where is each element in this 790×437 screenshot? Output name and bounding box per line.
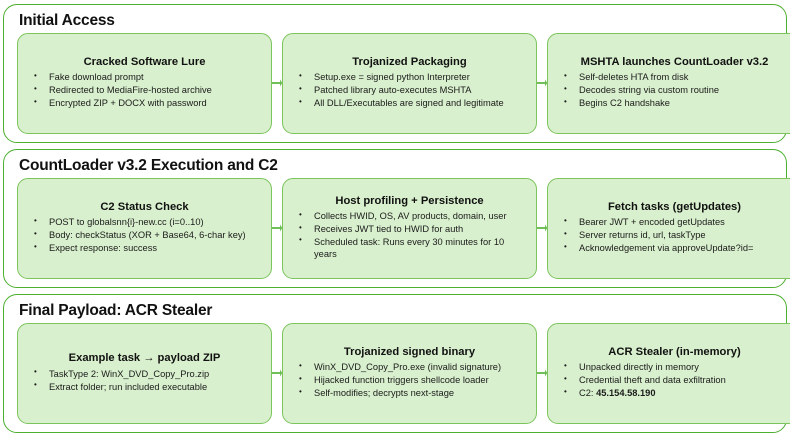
bullet-item: Unpacked directly in memory	[555, 361, 790, 373]
bullet-item: Hijacked function triggers shellcode loa…	[290, 374, 529, 386]
node-title: Fetch tasks (getUpdates)	[607, 200, 742, 213]
bullet-item: Acknowledgement via approveUpdate?id=	[555, 242, 790, 254]
arrow-connector	[272, 178, 282, 279]
bullet-item: WinX_DVD_Copy_Pro.exe (invalid signature…	[290, 361, 529, 373]
bullet-item: Fake download prompt	[25, 71, 264, 83]
node-bullet-list: Collects HWID, OS, AV products, domain, …	[290, 210, 529, 261]
panel-initial-access: Initial Access Cracked Software Lure Fak…	[3, 4, 790, 143]
node-title: C2 Status Check	[100, 200, 189, 213]
node-acr-stealer-in-memory: ACR Stealer (in-memory) Unpacked directl…	[547, 322, 790, 424]
bullet-item: Setup.exe = signed python Interpreter	[290, 71, 529, 83]
node-title: Host profiling + Persistence	[335, 194, 484, 207]
bullet-item: Self-modifies; decrypts next-stage	[290, 387, 529, 399]
node-title: Cracked Software Lure	[83, 55, 206, 68]
bullet-item: Server returns id, url, taskType	[555, 229, 790, 241]
node-example-task-payload-zip: Example task → payload ZIP TaskType 2: W…	[17, 322, 272, 424]
panel-final-payload: Final Payload: ACR Stealer Example task …	[3, 294, 790, 433]
node-cracked-software-lure: Cracked Software Lure Fake download prom…	[17, 32, 272, 134]
node-host-profiling-persistence: Host profiling + Persistence Collects HW…	[282, 177, 537, 279]
bullet-item: Patched library auto-executes MSHTA	[290, 84, 529, 96]
bullet-item: Self-deletes HTA from disk	[555, 71, 790, 83]
node-bullet-list: Unpacked directly in memory Credential t…	[555, 361, 790, 400]
node-title: MSHTA launches CountLoader v3.2	[580, 55, 769, 68]
panel-node-row: Example task → payload ZIP TaskType 2: W…	[17, 322, 790, 424]
panel-node-row: Cracked Software Lure Fake download prom…	[17, 32, 790, 134]
node-bullet-list: TaskType 2: WinX_DVD_Copy_Pro.zip Extrac…	[25, 367, 264, 394]
bullet-item: Receives JWT tied to HWID for auth	[290, 223, 529, 235]
bullet-item: TaskType 2: WinX_DVD_Copy_Pro.zip	[25, 367, 264, 380]
bullet-item: Redirected to MediaFire-hosted archive	[25, 84, 264, 96]
bullet-item: Begins C2 handshake	[555, 97, 790, 109]
bullet-item: Body: checkStatus (XOR + Base64, 6-char …	[25, 229, 264, 241]
arrow-connector	[537, 178, 547, 279]
bullet-item: Expect response: success	[25, 242, 264, 254]
arrow-connector	[272, 323, 282, 424]
panel-countloader-execution: CountLoader v3.2 Execution and C2 C2 Sta…	[3, 149, 790, 288]
bullet-item: Bearer JWT + encoded getUpdates	[555, 216, 790, 228]
panel-title: Final Payload: ACR Stealer	[19, 302, 213, 319]
arrow-connector	[537, 33, 547, 134]
node-title: ACR Stealer (in-memory)	[608, 345, 741, 358]
node-title: Trojanized Packaging	[352, 55, 467, 68]
bullet-item: Extract folder; run included executable	[25, 380, 264, 393]
panel-title: Initial Access	[19, 12, 115, 29]
node-mshta-launches-countloader: MSHTA launches CountLoader v3.2 Self-del…	[547, 32, 790, 134]
node-bullet-list: WinX_DVD_Copy_Pro.exe (invalid signature…	[290, 361, 529, 400]
arrow-connector	[272, 33, 282, 134]
bullet-item: All DLL/Executables are signed and legit…	[290, 97, 529, 109]
c2-label: C2:	[579, 388, 597, 399]
bullet-item: Scheduled task: Runs every 30 minutes fo…	[290, 235, 529, 261]
node-c2-status-check: C2 Status Check POST to globalsnn{i}-new…	[17, 177, 272, 279]
bullet-item: Encrypted ZIP + DOCX with password	[25, 97, 264, 109]
node-trojanized-signed-binary: Trojanized signed binary WinX_DVD_Copy_P…	[282, 322, 537, 424]
arrow-right-icon	[272, 224, 282, 233]
node-bullet-list: Bearer JWT + encoded getUpdates Server r…	[555, 216, 790, 255]
node-title: Trojanized signed binary	[343, 345, 476, 358]
panel-title: CountLoader v3.2 Execution and C2	[19, 157, 278, 174]
arrow-right-icon	[272, 79, 282, 88]
bullet-item-c2: C2: 45.154.58.190	[555, 387, 790, 399]
bullet-item: Credential theft and data exfiltration	[555, 374, 790, 386]
node-title: Example task → payload ZIP	[68, 352, 221, 365]
arrow-right-icon	[537, 369, 547, 378]
bullet-item: Decodes string via custom routine	[555, 84, 790, 96]
node-bullet-list: POST to globalsnn{i}-new.cc (i=0..10) Bo…	[25, 216, 264, 255]
c2-ip-address: 45.154.58.190	[596, 388, 656, 399]
node-bullet-list: Self-deletes HTA from disk Decodes strin…	[555, 71, 790, 110]
arrow-right-icon	[272, 369, 282, 378]
bullet-item: POST to globalsnn{i}-new.cc (i=0..10)	[25, 216, 264, 228]
node-trojanized-packaging: Trojanized Packaging Setup.exe = signed …	[282, 32, 537, 134]
node-bullet-list: Fake download prompt Redirected to Media…	[25, 71, 264, 110]
node-fetch-tasks-getupdates: Fetch tasks (getUpdates) Bearer JWT + en…	[547, 177, 790, 279]
arrow-right-icon	[537, 79, 547, 88]
arrow-right-icon	[537, 224, 547, 233]
bullet-item: Collects HWID, OS, AV products, domain, …	[290, 210, 529, 222]
panel-node-row: C2 Status Check POST to globalsnn{i}-new…	[17, 177, 790, 279]
node-bullet-list: Setup.exe = signed python Interpreter Pa…	[290, 71, 529, 110]
arrow-connector	[537, 323, 547, 424]
